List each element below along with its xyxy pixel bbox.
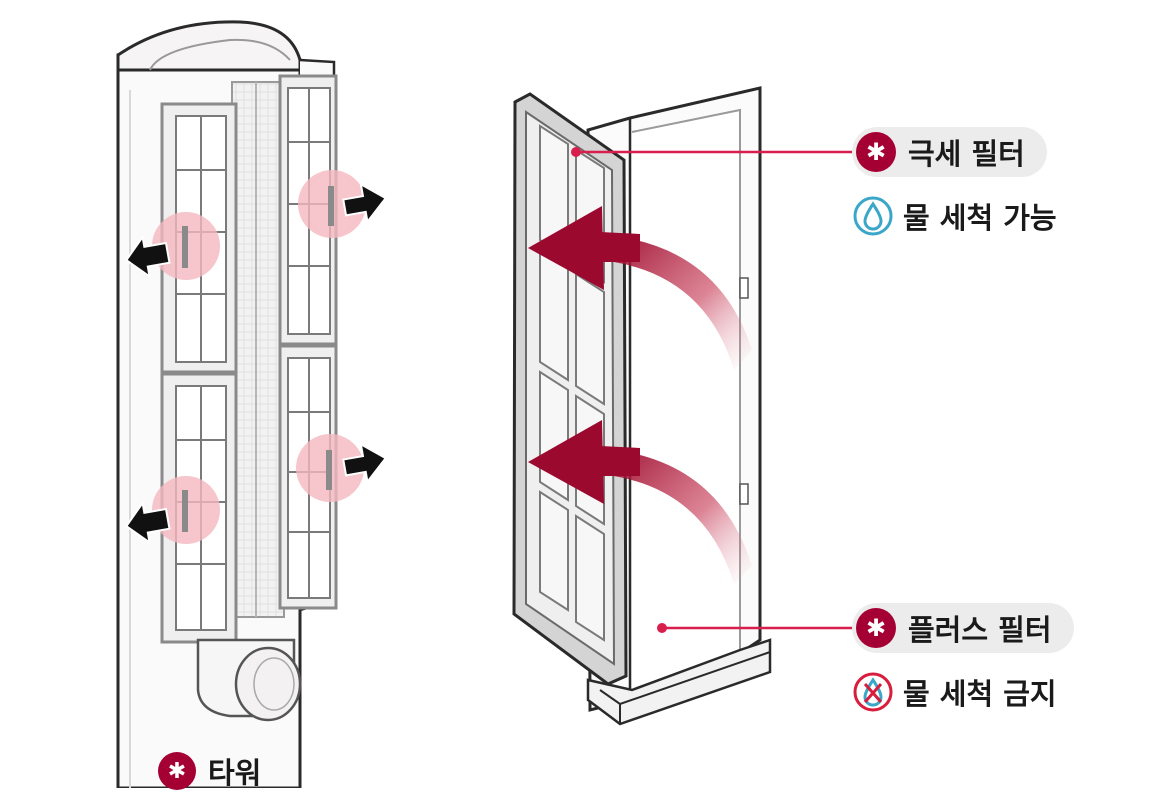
fine-filter-label-text: 극세 필터 — [908, 137, 1025, 171]
tower-label: ✱ 타워 — [158, 746, 261, 796]
fine-filter-label: ✱ 극세 필터 — [852, 127, 1047, 177]
leader-line — [571, 147, 862, 157]
water-drop-icon — [853, 196, 893, 236]
plus-filter-label: ✱ 플러스 필터 — [852, 603, 1074, 653]
star-icon: ✱ — [856, 608, 896, 648]
pull-arrow-icon — [342, 182, 388, 225]
fine-filter-panel — [512, 92, 628, 686]
plus-filter-wash-text: 물 세척 금지 — [903, 677, 1057, 711]
pull-arrow-icon — [124, 500, 171, 545]
plus-filter-label-text: 플러스 필터 — [908, 613, 1052, 647]
pull-arrow-icon — [124, 234, 171, 279]
star-icon: ✱ — [856, 132, 896, 172]
tower-unit — [116, 20, 388, 788]
flip-arrow-icon — [528, 420, 752, 584]
pull-arrow-icon — [342, 442, 388, 485]
fine-filter-wash-note: 물 세척 가능 — [853, 194, 1057, 238]
no-water-drop-icon — [853, 672, 893, 712]
fine-filter-wash-text: 물 세척 가능 — [903, 201, 1057, 235]
flip-arrow-icon — [528, 206, 752, 370]
plus-filter-wash-note: 물 세척 금지 — [853, 670, 1057, 714]
filter-assembly — [512, 86, 862, 726]
leader-line — [657, 623, 862, 633]
tower-label-text: 타워 — [208, 756, 262, 790]
star-icon: ✱ — [158, 752, 196, 790]
